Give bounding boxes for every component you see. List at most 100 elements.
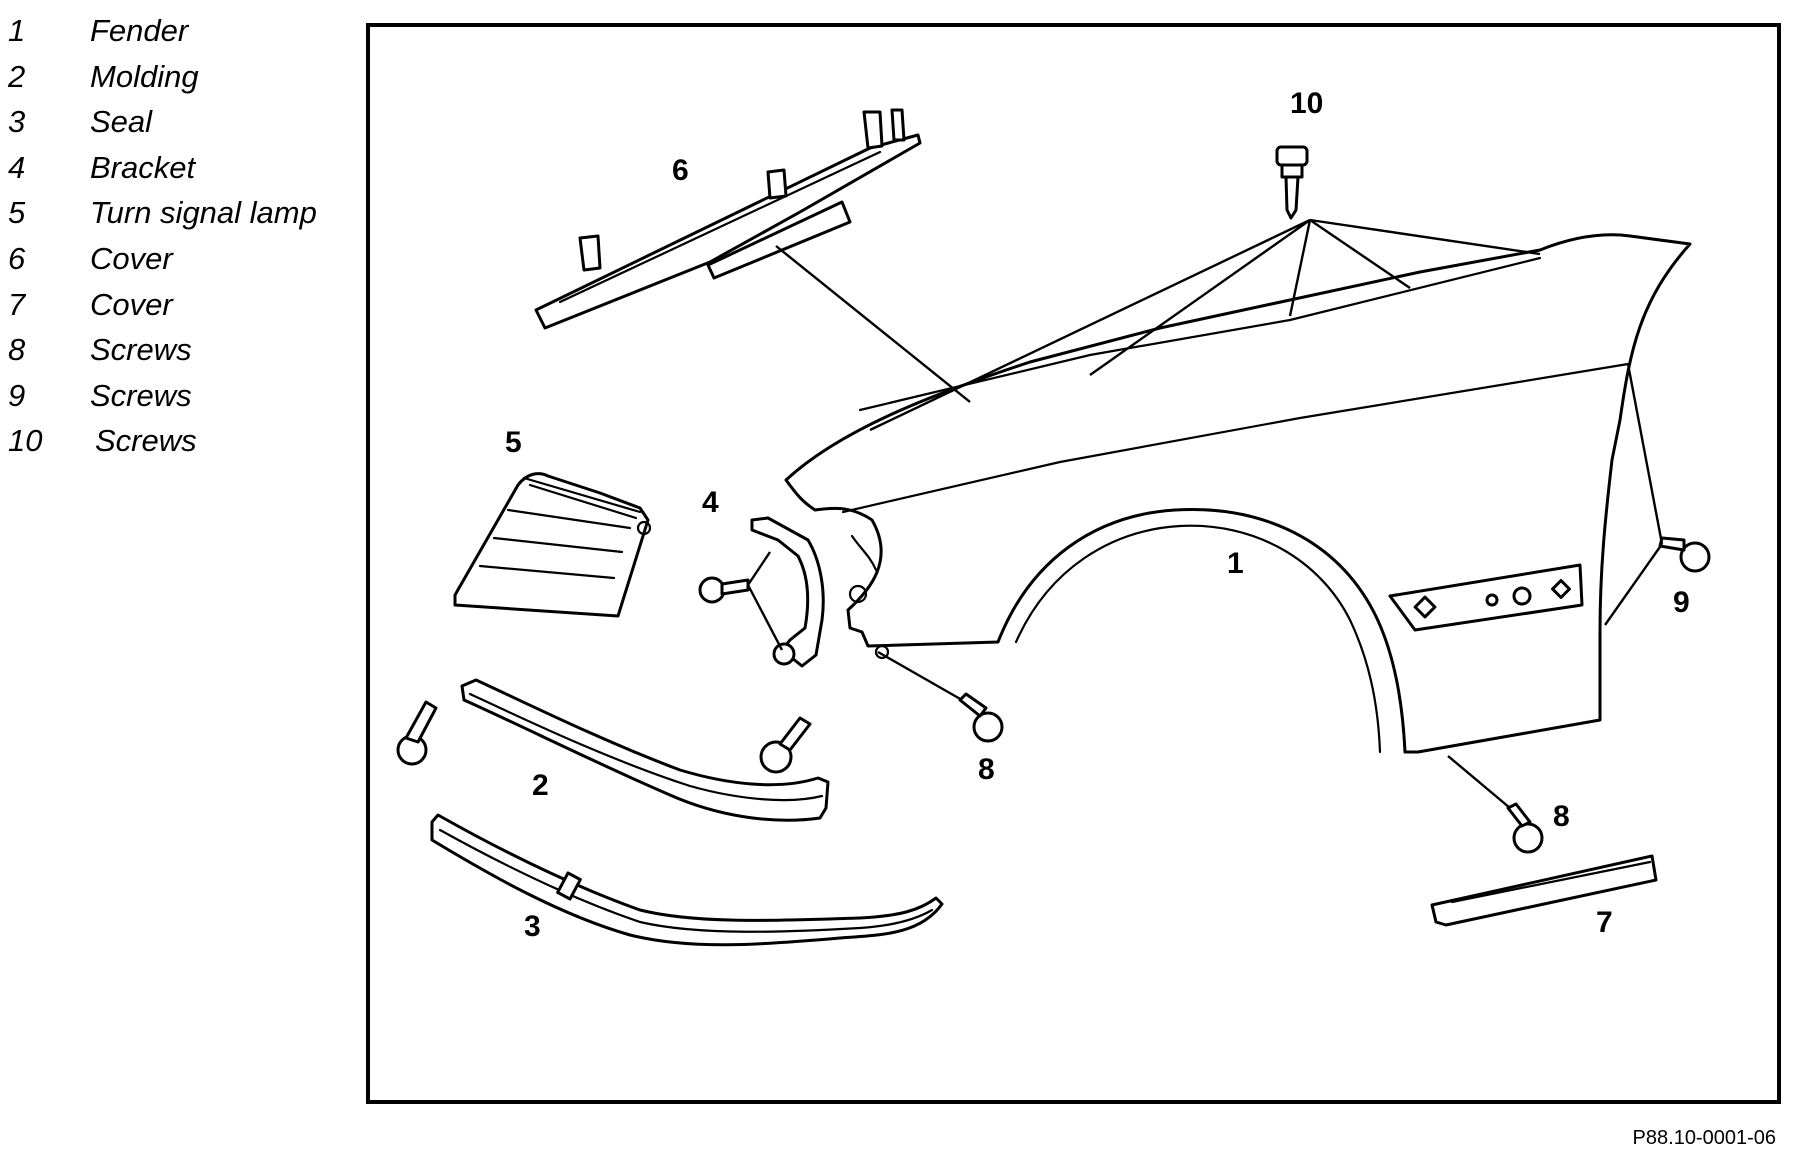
bracket-part	[750, 516, 825, 668]
legend-part-name: Molding	[90, 58, 199, 94]
callout-screws-top: 10	[1290, 87, 1323, 120]
diagram-frame	[366, 23, 1781, 1104]
callout-screws-rear: 8	[1553, 800, 1570, 833]
screw-shank	[720, 578, 750, 596]
leader-line	[746, 551, 784, 651]
screw-head	[698, 576, 726, 604]
legend-number: 5	[8, 195, 26, 231]
callout-screws-front: 8	[978, 753, 995, 786]
cover-clip	[890, 108, 906, 142]
callout-turn-signal-lamp: 5	[505, 426, 522, 459]
screw-shank	[404, 700, 438, 744]
screw-molding-left	[396, 700, 438, 766]
fender-top-crease	[858, 256, 1542, 412]
screw-shank	[958, 692, 988, 718]
legend-part-name: Seal	[90, 104, 153, 140]
legend-part-name: Fender	[90, 13, 189, 48]
legend-part-name: Cover	[90, 240, 173, 276]
legend-part-name: Screws	[90, 332, 192, 368]
leader-line	[1604, 543, 1663, 626]
fender-part	[784, 233, 1692, 754]
molding-strip	[460, 678, 830, 822]
legend-number: 2	[8, 58, 26, 94]
cover-clip	[766, 168, 788, 200]
leader-line	[877, 650, 963, 702]
lamp-mount	[636, 520, 652, 536]
fender-front-tab	[850, 534, 878, 572]
panel-clip	[1551, 579, 1571, 599]
callout-cover-top: 6	[672, 154, 689, 187]
cover-bottom-part	[1430, 854, 1658, 927]
leader-line	[1288, 219, 1312, 317]
panel-clip	[1413, 595, 1437, 619]
cover-edge	[1450, 860, 1652, 904]
legend-number: 10	[8, 423, 43, 459]
legend-part-name: Screws	[95, 423, 197, 459]
screw-shank	[1284, 175, 1300, 220]
cover-clip	[862, 110, 884, 150]
screw-shank	[1506, 802, 1532, 828]
screw-head	[1512, 822, 1544, 854]
figure-reference-id: P88.10-0001-06	[1632, 1127, 1776, 1149]
lamp-lens-line	[506, 508, 632, 530]
seal-strip	[430, 813, 944, 947]
legend-number: 8	[8, 332, 26, 368]
leader-line	[1309, 218, 1541, 256]
legend-part-name: Turn signal lamp	[90, 195, 317, 231]
cover-edge	[558, 150, 882, 304]
screw-8-rear	[1506, 802, 1544, 854]
fender-body-line	[841, 362, 1630, 514]
legend-number: 3	[8, 104, 26, 140]
leader-line	[869, 218, 1311, 432]
legend-part-name: Screws	[90, 377, 192, 413]
fender-mount-hole	[848, 584, 868, 604]
leader-line	[775, 245, 971, 403]
leader-line	[1447, 755, 1511, 809]
screw-9	[1658, 536, 1711, 573]
leader-line	[1089, 219, 1311, 376]
legend-part-name: Cover	[90, 286, 173, 322]
cover-strip	[534, 133, 922, 330]
lamp-lens-line	[492, 536, 624, 554]
screw-bracket	[698, 576, 750, 604]
legend-number: 1	[8, 13, 26, 48]
callout-bracket: 4	[702, 486, 719, 519]
wheel-arch-inner-line	[1014, 524, 1382, 754]
seal-part	[430, 813, 944, 947]
legend-number: 6	[8, 240, 26, 276]
molding-part	[460, 678, 830, 822]
callout-screws-side: 9	[1673, 586, 1690, 619]
turn-signal-lamp-part	[453, 472, 652, 618]
lamp-lens-line	[478, 564, 616, 580]
screw-8-front	[958, 692, 1004, 743]
panel-hole	[1485, 593, 1499, 607]
seal-groove	[438, 828, 934, 933]
molding-groove	[468, 692, 824, 802]
screw-head	[1679, 541, 1711, 573]
callout-molding: 2	[532, 769, 549, 802]
screw-head	[972, 711, 1004, 743]
screw-washer	[1280, 163, 1304, 179]
callout-cover-bottom: 7	[1596, 906, 1613, 939]
screw-shank	[778, 716, 812, 752]
legend-number: 7	[8, 286, 26, 322]
callout-fender: 1	[1227, 547, 1244, 580]
panel-hole	[1512, 586, 1532, 606]
leader-line	[1309, 219, 1411, 289]
screw-head	[1275, 145, 1309, 167]
legend-number: 9	[8, 377, 26, 413]
legend-number: 4	[8, 149, 26, 185]
cover-strip	[1430, 854, 1658, 927]
screw-head	[759, 740, 793, 774]
cover-tab	[706, 200, 852, 280]
cover-clip	[578, 234, 602, 272]
leader-lines	[746, 218, 1664, 809]
screw-10	[1275, 145, 1309, 220]
bracket-nut	[772, 642, 796, 666]
seal-clip	[556, 871, 582, 901]
fender-mount-hole	[874, 644, 890, 660]
lamp-top-edge	[522, 476, 642, 520]
callout-seal: 3	[524, 910, 541, 943]
screw-shank	[1658, 536, 1686, 552]
